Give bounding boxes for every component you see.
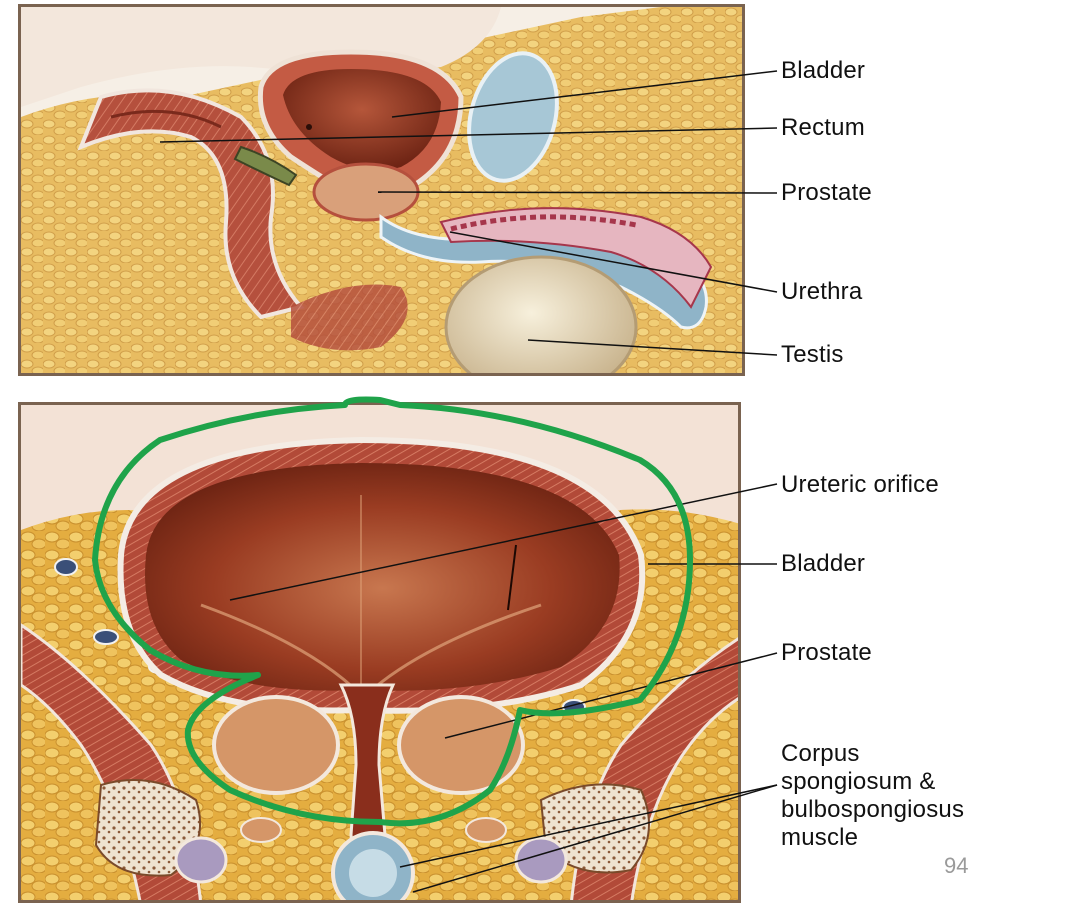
label-bladder-top: Bladder — [781, 57, 865, 85]
label-testis: Testis — [781, 341, 844, 369]
label-corpus-line-2: spongiosum & — [781, 768, 964, 796]
label-corpus-line-1: Corpus — [781, 740, 964, 768]
label-corpus-spongiosum: Corpus spongiosum & bulbospongiosus musc… — [781, 740, 964, 852]
label-bladder-bottom: Bladder — [781, 550, 865, 578]
label-prostate-top: Prostate — [781, 179, 872, 207]
label-corpus-line-4: muscle — [781, 824, 964, 852]
label-rectum: Rectum — [781, 114, 865, 142]
label-ureteric-orifice: Ureteric orifice — [781, 471, 939, 499]
label-prostate-bottom: Prostate — [781, 639, 872, 667]
coronal-section-illustration — [18, 402, 741, 903]
label-urethra: Urethra — [781, 278, 862, 306]
slide-number: 94 — [944, 853, 968, 879]
sagittal-section-illustration — [18, 4, 745, 376]
label-corpus-line-3: bulbospongiosus — [781, 796, 964, 824]
